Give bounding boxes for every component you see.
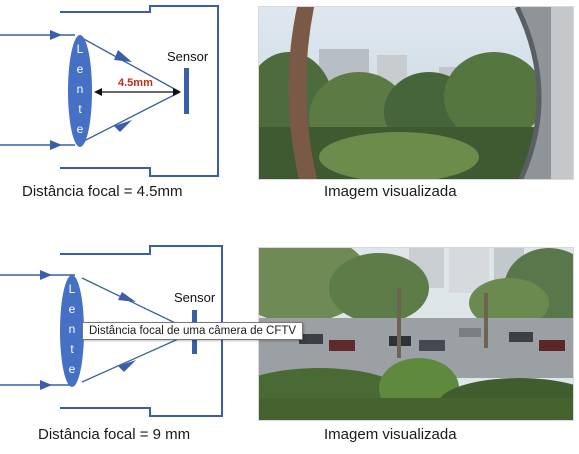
wide-angle-photo: [258, 6, 574, 180]
lens-letter: t: [78, 102, 82, 116]
top-lens-diagram: L e n t e Sensor 4.5mm: [0, 5, 219, 177]
ray-upper-arrowhead: [40, 270, 52, 280]
wide-angle-photo-image: [259, 7, 573, 179]
ray-lower-converge-arrow: [114, 120, 132, 132]
ray-lower-converge: [81, 91, 181, 143]
focal-arrow-right-head: [173, 88, 181, 96]
focal-distance-label: 4.5mm: [118, 77, 153, 89]
ray-upper-converge-arrow: [118, 292, 136, 302]
lens-letter: n: [77, 82, 84, 96]
telephoto-photo-image: [259, 248, 573, 420]
focal-arrow-left-head: [94, 88, 102, 96]
ray-upper-converge-arrow: [114, 50, 132, 62]
top-panel: L e n t e Sensor 4.5mm: [0, 0, 579, 210]
telephoto-photo: [258, 247, 574, 421]
ray-lower-converge: [81, 331, 195, 383]
lens-letter: e: [77, 122, 84, 136]
ray-upper-arrowhead: [50, 30, 62, 40]
camera-body-outline: [60, 5, 219, 177]
sensor-label: Sensor: [167, 49, 209, 64]
lens-letter: e: [77, 62, 84, 76]
lens-letter: e: [69, 302, 76, 316]
top-image-caption: Imagem visualizada: [324, 183, 457, 200]
ray-lower-arrowhead: [50, 140, 62, 150]
ray-lower-converge-arrow: [118, 360, 136, 372]
ray-upper-converge: [81, 37, 181, 93]
lens-letter: L: [69, 282, 76, 296]
lens-shape: [68, 35, 92, 147]
lens-shape: [60, 275, 84, 387]
bottom-image-caption: Imagem visualizada: [324, 426, 457, 443]
top-focal-caption: Distância focal = 4.5mm: [22, 183, 183, 200]
bottom-panel: L e n t e Sensor: [0, 240, 579, 454]
lens-letter: n: [69, 322, 76, 336]
image-tooltip: Distância focal de uma câmera de CFTV: [82, 322, 304, 340]
sensor-bar: [184, 68, 189, 114]
sensor-label: Sensor: [174, 290, 216, 305]
bottom-lens-diagram: L e n t e Sensor: [0, 245, 223, 417]
bottom-focal-caption: Distância focal = 9 mm: [38, 426, 191, 443]
lens-letter: L: [77, 42, 84, 56]
ray-lower-arrowhead: [40, 380, 52, 390]
lens-letter: t: [70, 342, 74, 356]
lens-letter: e: [69, 362, 76, 376]
